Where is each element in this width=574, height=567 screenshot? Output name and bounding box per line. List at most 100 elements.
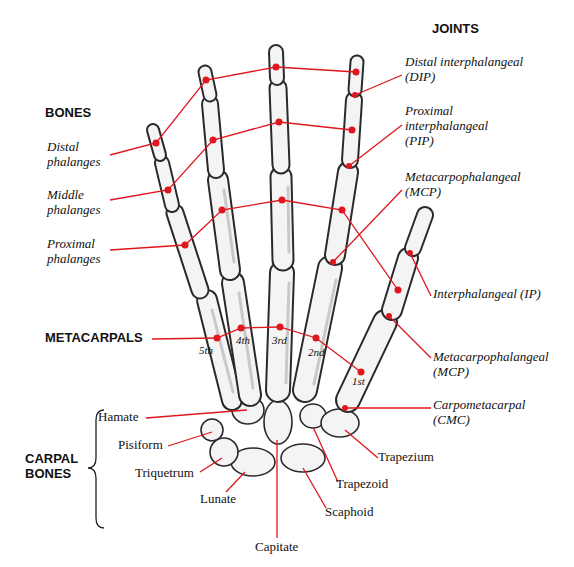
marker-dot [182,242,189,249]
leader-line [276,440,277,538]
leader-line [168,432,212,446]
bone-outline [348,322,385,400]
leader-line [152,327,361,372]
marker-dot [273,64,280,71]
leader-line [333,190,402,262]
section-heading: METACARPALS [45,331,165,346]
marker-dot [313,335,320,342]
marker-dot [214,335,221,342]
scaphoid-bone [281,444,325,472]
carpal-label: Lunate [200,492,280,507]
bone-shade [314,280,336,384]
ordinal-label: 4th [236,334,266,347]
leader-line [226,472,245,492]
joint-label: Metacarpophalangeal (MCP) [405,170,555,200]
ordinal-label: 3rd [272,334,302,347]
proximal-phalanx-bones [175,172,408,310]
joint-label: Interphalangeal (IP) [433,287,553,302]
leader-lines [110,67,431,538]
trapezium-bone [321,409,359,437]
leader-line [355,75,402,95]
marker-dot [279,197,286,204]
marker-dot [407,250,413,256]
marker-dot [352,92,358,98]
bone-outline [278,88,281,165]
marker-dot [165,187,172,194]
joint-label: Carpometacarpal (CMC) [433,398,558,428]
leader-line [410,253,431,296]
marker-dot [330,259,336,265]
leader-line [345,407,431,408]
marker-dot [203,77,210,84]
leader-line [110,200,398,290]
leader-line [345,430,378,458]
joint-label: Distal interphalangeal (DIP) [405,55,550,85]
leader-line [349,125,402,166]
carpal-label: Trapezoid [336,477,416,492]
marker-dot [153,140,160,147]
section-heading: JOINTS [432,22,512,37]
bone-shade [286,283,289,383]
marker-dot [277,324,284,331]
bone-outline [210,104,216,170]
leader-line [303,468,326,508]
joint-label: Metacarpophalangeal (MCP) [433,350,573,380]
marker-dot [342,405,348,411]
leader-line [313,427,338,482]
marker-dot [346,163,352,169]
carpal-label: Trapezium [378,450,458,465]
leader-line [146,410,247,418]
ordinal-label: 1st [352,375,382,388]
marker-dot [339,207,346,214]
marker-dot [358,369,365,376]
bone-fill [175,213,200,290]
bone-fill [210,104,216,170]
bone-fill [413,215,425,248]
marker-dot [238,325,245,332]
bone-outline [278,273,282,390]
carpal-label: Scaphoid [325,505,405,520]
triquetrum-bone [210,438,238,466]
bone-outline [335,172,348,255]
joint-dots [153,64,414,412]
section-heading: CARPAL BONES [25,452,95,482]
ordinal-label: 2nd [308,346,338,359]
marker-dot [386,313,392,319]
pisiform-bone [201,419,223,441]
bone-fill [205,72,210,95]
bone-fill [278,273,282,390]
ordinal-label: 5th [199,344,229,357]
bone-outline [355,62,357,90]
marker-dot [349,127,356,134]
carpal-label: Triquetrum [135,466,215,481]
bone-outline [413,215,425,248]
capitate-bone [264,400,292,444]
bone-outline [162,163,172,205]
marker-dot [395,287,402,294]
bone-fill [153,130,160,155]
bone-fill [355,62,357,90]
bone-label: Distal phalanges [47,140,122,170]
carpal-label: Capitate [255,540,335,555]
carpal-label: Pisiform [118,438,198,453]
leader-line [110,122,352,200]
marker-dot [219,207,226,214]
middle-phalanx-bones [162,88,354,205]
marker-dot [353,69,360,76]
section-heading: BONES [45,106,125,121]
marker-dot [210,137,217,144]
bone-label: Proximal phalanges [47,237,127,267]
leader-line [389,316,431,358]
bone-outline [205,72,210,95]
bone-shade [288,187,289,252]
bone-outline [281,177,283,260]
curly-bracket [88,410,104,528]
leader-line [200,458,222,472]
bone-fill [348,322,385,400]
marker-dot [276,119,283,126]
bone-fill [281,177,283,260]
bone-fill [278,88,281,165]
